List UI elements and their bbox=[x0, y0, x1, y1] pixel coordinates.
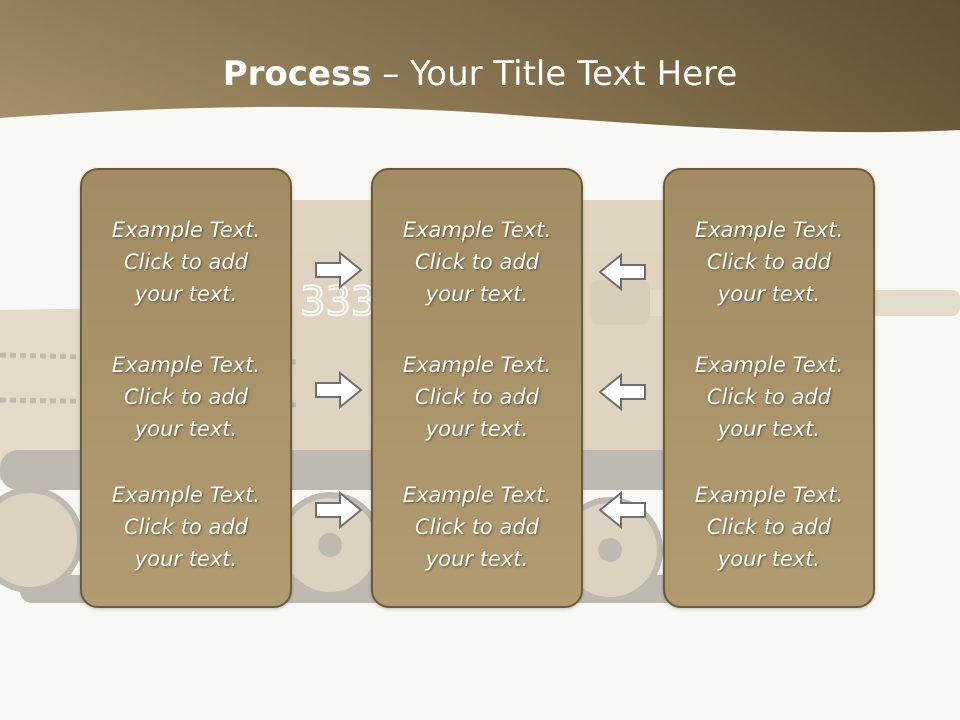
header-band bbox=[0, 0, 960, 133]
text-item[interactable]: Example Text. Click to add your text. bbox=[373, 349, 581, 445]
text-line: Click to add bbox=[414, 385, 539, 409]
text-line: Example Text. bbox=[402, 483, 552, 507]
arrow-left-icon bbox=[598, 252, 646, 292]
text-line: Example Text. bbox=[111, 483, 261, 507]
text-line: Example Text. bbox=[694, 353, 844, 377]
text-line: Click to add bbox=[123, 385, 248, 409]
text-line: Click to add bbox=[706, 515, 831, 539]
text-item[interactable]: Example Text. Click to add your text. bbox=[665, 349, 873, 445]
text-line: your text. bbox=[717, 282, 821, 306]
text-line: Example Text. bbox=[402, 218, 552, 242]
text-line: Click to add bbox=[706, 250, 831, 274]
title-bold: Process bbox=[222, 54, 372, 94]
arrow-left-icon bbox=[598, 490, 646, 530]
arrow-right-icon bbox=[315, 490, 363, 530]
text-item[interactable]: Example Text. Click to add your text. bbox=[82, 479, 290, 575]
text-line: your text. bbox=[134, 282, 238, 306]
title-rest: – Your Title Text Here bbox=[371, 54, 738, 94]
panel-middle: Example Text. Click to add your text. Ex… bbox=[371, 168, 583, 608]
text-line: Example Text. bbox=[111, 218, 261, 242]
text-line: your text. bbox=[717, 547, 821, 571]
panel-left: Example Text. Click to add your text. Ex… bbox=[80, 168, 292, 608]
text-line: your text. bbox=[134, 547, 238, 571]
arrow-right-icon bbox=[315, 370, 363, 410]
text-line: your text. bbox=[425, 547, 529, 571]
text-item[interactable]: Example Text. Click to add your text. bbox=[82, 349, 290, 445]
arrow-left-icon bbox=[598, 372, 646, 412]
svg-text:333: 333 bbox=[300, 279, 376, 325]
text-line: your text. bbox=[425, 282, 529, 306]
text-item[interactable]: Example Text. Click to add your text. bbox=[82, 214, 290, 310]
text-line: Example Text. bbox=[694, 483, 844, 507]
text-line: your text. bbox=[134, 417, 238, 441]
text-item[interactable]: Example Text. Click to add your text. bbox=[665, 479, 873, 575]
text-item[interactable]: Example Text. Click to add your text. bbox=[373, 214, 581, 310]
panel-right: Example Text. Click to add your text. Ex… bbox=[663, 168, 875, 608]
text-line: Click to add bbox=[123, 515, 248, 539]
text-line: Example Text. bbox=[694, 218, 844, 242]
page-title: Process – Your Title Text Here bbox=[0, 52, 960, 96]
arrow-right-icon bbox=[315, 250, 363, 290]
text-line: Click to add bbox=[414, 515, 539, 539]
text-item[interactable]: Example Text. Click to add your text. bbox=[373, 479, 581, 575]
text-item[interactable]: Example Text. Click to add your text. bbox=[665, 214, 873, 310]
text-line: Click to add bbox=[706, 385, 831, 409]
text-line: Example Text. bbox=[111, 353, 261, 377]
text-line: your text. bbox=[717, 417, 821, 441]
text-line: Click to add bbox=[414, 250, 539, 274]
text-line: Click to add bbox=[123, 250, 248, 274]
text-line: your text. bbox=[425, 417, 529, 441]
text-line: Example Text. bbox=[402, 353, 552, 377]
